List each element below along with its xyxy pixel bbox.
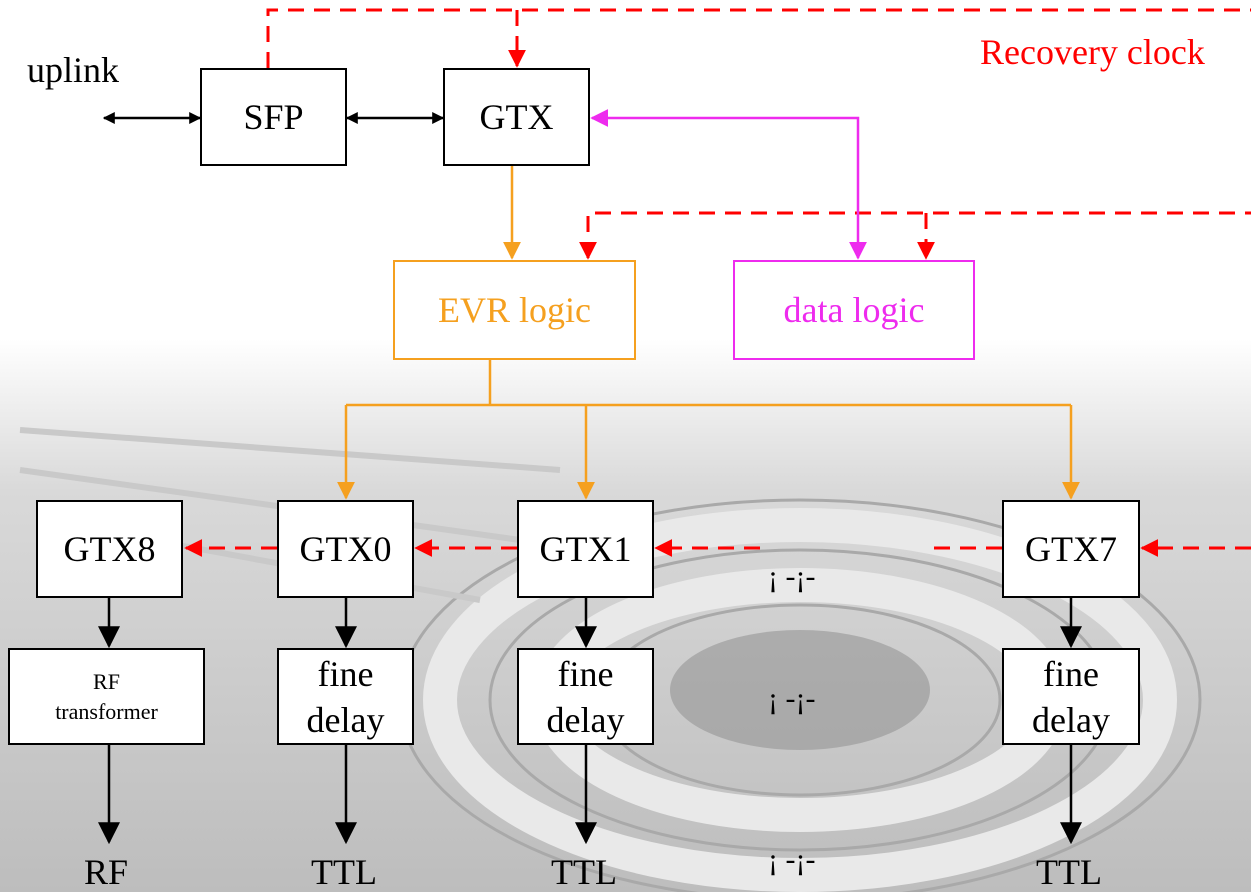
sfp-box: SFP (200, 68, 347, 166)
gtx8-box: GTX8 (36, 500, 183, 598)
fine-delay-box-0: fine delay (277, 648, 414, 745)
rf-transformer-box: RF transformer (8, 648, 205, 745)
delay-label: delay (306, 699, 385, 740)
ellipsis-gtx-row: ¡ -¡- (768, 560, 816, 593)
data-logic-box: data logic (733, 260, 975, 360)
gtx-data-logic-link (590, 109, 867, 260)
fine-delay-box-1: fine delay (517, 648, 654, 745)
ttl-output-label-1: TTL (551, 852, 617, 892)
rf-transformer-line2: transformer (55, 698, 158, 724)
recovery-clock-top-line (266, 8, 1251, 68)
gtx-label: GTX (479, 97, 554, 137)
recovery-clock-mid-line (579, 211, 1251, 260)
uplink-label: uplink (27, 50, 120, 90)
ttl-output-label-0: TTL (311, 852, 377, 892)
gtx1-box: GTX1 (517, 500, 654, 598)
fine-label: fine (1043, 653, 1099, 694)
ttl-output-label-7: TTL (1036, 852, 1102, 892)
delay-label: delay (1032, 699, 1110, 740)
fine-label: fine (557, 653, 614, 694)
gtx7-box: GTX7 (1002, 500, 1140, 598)
sfp-label: SFP (243, 97, 304, 137)
delay-label: delay (546, 699, 625, 740)
evr-logic-box: EVR logic (393, 260, 636, 360)
ellipsis-delay-row: ¡ -¡- (768, 682, 816, 715)
rf-transformer-line1: RF (93, 668, 120, 694)
recovery-clock-label: Recovery clock (980, 32, 1205, 72)
fine-delay-box-7: fine delay (1002, 648, 1140, 745)
gtx7-label: GTX7 (1025, 529, 1117, 569)
gtx-box: GTX (443, 68, 590, 166)
gtx1-label: GTX1 (539, 529, 632, 569)
ellipsis-output-row: ¡ -¡- (768, 843, 816, 876)
gtx0-box: GTX0 (277, 500, 414, 598)
gtx0-label: GTX0 (299, 529, 392, 569)
fine-label: fine (317, 653, 374, 694)
data-logic-label: data logic (783, 290, 925, 330)
gtx8-label: GTX8 (63, 529, 156, 569)
evr-logic-label: EVR logic (438, 290, 591, 330)
rf-output-label: RF (84, 852, 129, 892)
